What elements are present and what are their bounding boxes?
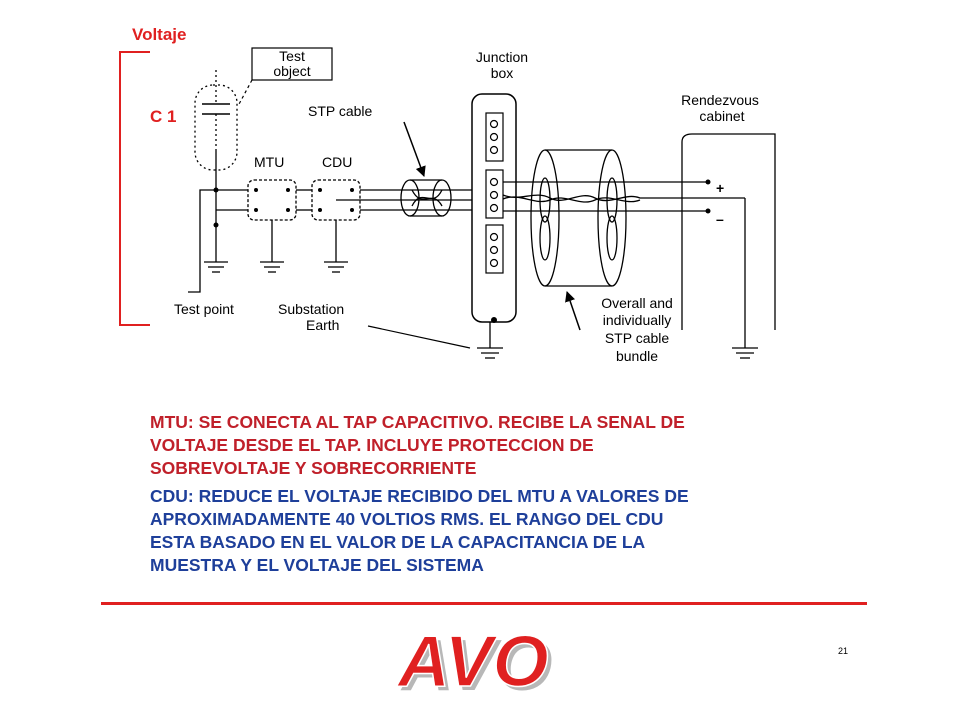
test-object-label-line2: object (273, 63, 310, 79)
voltage-bracket (119, 51, 150, 326)
cdu-description: CDU: REDUCE EL VOLTAJE RECIBIDO DEL MTU … (150, 486, 689, 575)
avo-logo-text: AVO (396, 622, 549, 702)
voltaje-title: Voltaje (132, 25, 186, 44)
test-object-label-line1: Test (279, 48, 305, 64)
plus-terminal-label: + (716, 180, 724, 196)
test-object-box (251, 47, 333, 81)
bundle-label-line2: individually (603, 312, 671, 328)
junction-box-label-line1: Junction (476, 49, 528, 65)
cdu-label: CDU (322, 154, 352, 170)
junction-box-label-line2: box (491, 65, 514, 81)
substation-earth-label-line1: Substation (278, 301, 344, 317)
mtu-box (247, 179, 297, 221)
substation-earth-label-line2: Earth (306, 317, 339, 333)
stp-cable (336, 179, 486, 217)
bundle-label-line3: STP cable (605, 330, 670, 346)
test-object-capacitor (194, 70, 238, 190)
page-number: 21 (838, 646, 849, 656)
ground-symbols (204, 220, 758, 359)
test-point-wiring (188, 189, 248, 293)
rendezvous-label-line2: cabinet (699, 108, 744, 124)
rendezvous-cabinet (681, 133, 776, 330)
mtu-description: MTU: SE CONECTA AL TAP CAPACITIVO. RECIB… (150, 412, 685, 478)
avo-logo: AVO AVO (395, 621, 553, 702)
test-point-label: Test point (174, 301, 234, 317)
bundle-label-line1: Overall and (601, 295, 673, 311)
stp-cable-label: STP cable (308, 103, 373, 119)
minus-terminal-label: – (716, 211, 724, 227)
c1-label: C 1 (150, 107, 176, 126)
rendezvous-label-line1: Rendezvous (681, 92, 759, 108)
avo-logo-shadow: AVO (400, 626, 553, 702)
mtu-label: MTU (254, 154, 284, 170)
junction-box (471, 93, 517, 323)
footer-rule (101, 602, 867, 605)
stp-cable-bundle (502, 149, 746, 316)
circuit-diagram: Voltaje C 1 Test object MTU CDU (119, 25, 776, 364)
bundle-label-line4: bundle (616, 348, 658, 364)
